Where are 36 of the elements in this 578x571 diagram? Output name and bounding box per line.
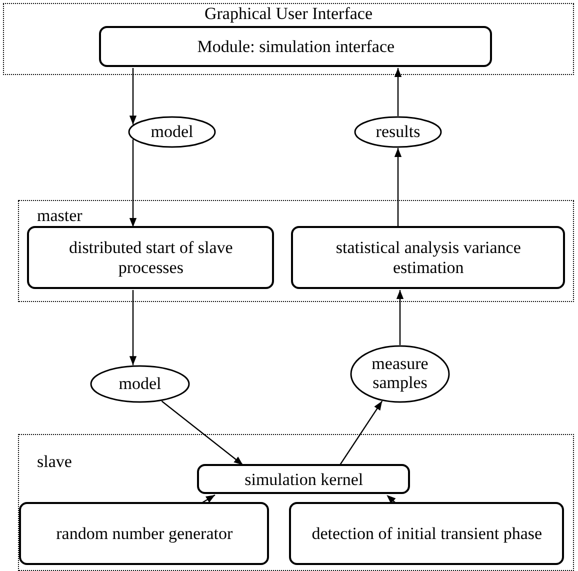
box-label: detection of initial transient phase <box>312 524 542 544</box>
ellipse-label: results <box>376 122 420 142</box>
dashed-arrow <box>201 494 216 504</box>
dotted-group-frame <box>18 200 574 302</box>
group-title: Graphical User Interface <box>203 4 374 24</box>
arrow <box>129 290 137 366</box>
arrow <box>161 400 244 466</box>
box-label: random number generator <box>56 524 233 544</box>
group-title: slave <box>37 452 72 472</box>
dotted-group-frame <box>3 3 574 75</box>
arrow <box>394 68 402 116</box>
box-label: distributed start of slave processes <box>68 238 234 278</box>
process-box <box>19 502 270 566</box>
box-label: simulation kernel <box>244 470 364 490</box>
data-ellipse <box>90 365 190 403</box>
box-label: statistical analysis variance estimation <box>334 238 522 278</box>
box-label: Module: simulation interface <box>197 37 395 57</box>
process-box <box>291 226 566 290</box>
process-box <box>27 226 274 290</box>
ellipse-label: measure samples <box>370 355 430 393</box>
arrow <box>129 139 137 227</box>
arrow <box>396 290 404 345</box>
ellipse-label: model <box>150 122 194 142</box>
dashed-arrow <box>386 494 396 504</box>
process-box <box>99 26 492 68</box>
arrow <box>129 68 137 125</box>
group-title: master <box>37 206 82 226</box>
dotted-group-frame <box>18 434 574 571</box>
data-ellipse <box>350 345 450 403</box>
data-ellipse <box>354 116 442 148</box>
data-ellipse <box>128 116 216 148</box>
arrow <box>339 400 383 466</box>
process-box <box>289 502 564 566</box>
process-box <box>197 464 410 494</box>
arrow <box>394 148 402 227</box>
ellipse-label: model <box>118 374 162 394</box>
